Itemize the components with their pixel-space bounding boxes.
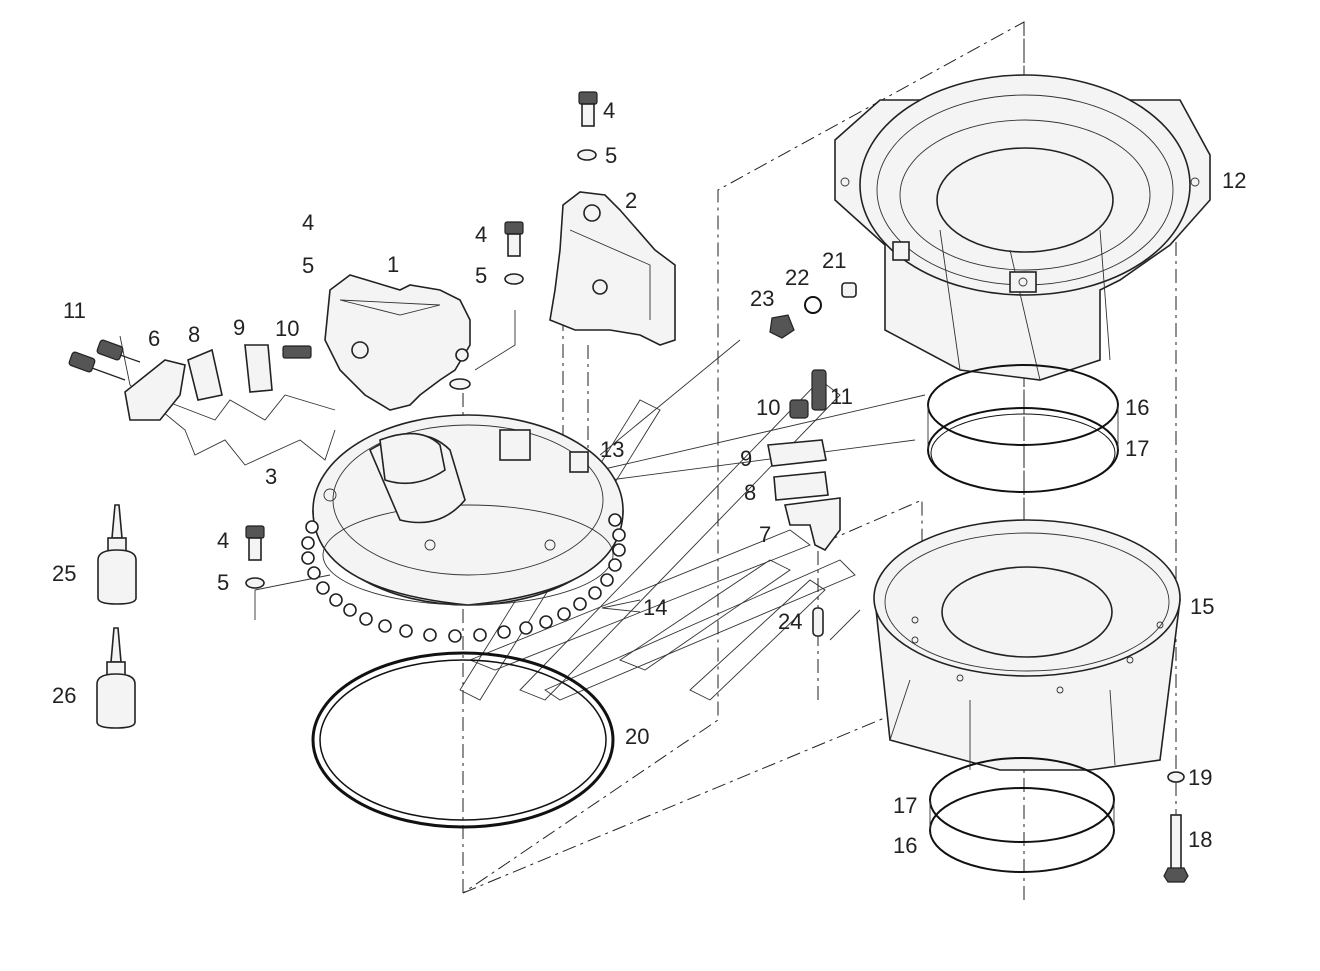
label-8: 8 bbox=[744, 480, 756, 505]
label-2: 2 bbox=[625, 188, 637, 213]
sealant-bottle-25 bbox=[97, 504, 137, 605]
label-17: 17 bbox=[1125, 436, 1149, 461]
label-5: 5 bbox=[475, 263, 487, 288]
label-16: 16 bbox=[893, 833, 917, 858]
label-20: 20 bbox=[625, 724, 649, 749]
label-10: 10 bbox=[275, 316, 299, 341]
label-12: 12 bbox=[1222, 168, 1246, 193]
label-5: 5 bbox=[217, 570, 229, 595]
label-26: 26 bbox=[52, 683, 76, 708]
label-4: 4 bbox=[302, 210, 314, 235]
label-19: 19 bbox=[1188, 765, 1212, 790]
plug-group-21-23 bbox=[769, 282, 857, 339]
label-15: 15 bbox=[1190, 594, 1214, 619]
label-24: 24 bbox=[778, 609, 802, 634]
label-9: 9 bbox=[740, 446, 752, 471]
part-labels: 1 2 3 4 5 4 5 4 5 4 5 6 7 8 8 9 9 10 10 … bbox=[52, 98, 1246, 858]
label-3: 3 bbox=[265, 464, 277, 489]
label-18: 18 bbox=[1188, 827, 1212, 852]
screw-4-washer-5-low bbox=[245, 525, 265, 589]
label-5: 5 bbox=[605, 143, 617, 168]
label-11: 11 bbox=[830, 384, 853, 409]
label-21: 21 bbox=[822, 248, 846, 273]
label-22: 22 bbox=[785, 265, 809, 290]
label-8: 8 bbox=[188, 322, 200, 347]
sealant-bottle-26 bbox=[96, 627, 136, 729]
carrier-3 bbox=[312, 414, 624, 606]
upper-seal-rings-16-17 bbox=[927, 364, 1119, 493]
bearing-balls-14 bbox=[301, 513, 626, 643]
label-9: 9 bbox=[233, 315, 245, 340]
o-ring-20 bbox=[311, 651, 615, 829]
label-14: 14 bbox=[643, 595, 667, 620]
screw-4-washer-5-top bbox=[577, 91, 598, 161]
label-23: 23 bbox=[750, 286, 774, 311]
screw-4-washer-5-mid bbox=[504, 221, 524, 285]
label-5: 5 bbox=[302, 253, 314, 278]
bolt-18-washer-19 bbox=[1163, 771, 1189, 883]
label-4: 4 bbox=[217, 528, 229, 553]
label-11: 11 bbox=[63, 298, 86, 323]
label-13: 13 bbox=[600, 437, 624, 462]
upper-housing-12 bbox=[834, 74, 1211, 381]
label-4: 4 bbox=[475, 222, 487, 247]
label-17: 17 bbox=[893, 793, 917, 818]
label-25: 25 bbox=[52, 561, 76, 586]
label-16: 16 bbox=[1125, 395, 1149, 420]
label-10: 10 bbox=[756, 395, 780, 420]
stop-block-7-group bbox=[767, 369, 841, 637]
label-7: 7 bbox=[759, 522, 771, 547]
label-4: 4 bbox=[603, 98, 615, 123]
bracket-2 bbox=[549, 191, 676, 346]
lower-seal-rings-16-17 bbox=[929, 757, 1115, 873]
label-1: 1 bbox=[387, 252, 399, 277]
stop-block-6-group bbox=[68, 339, 312, 421]
bracket-1 bbox=[324, 274, 471, 411]
lower-housing-15 bbox=[873, 519, 1181, 771]
label-6: 6 bbox=[148, 326, 160, 351]
